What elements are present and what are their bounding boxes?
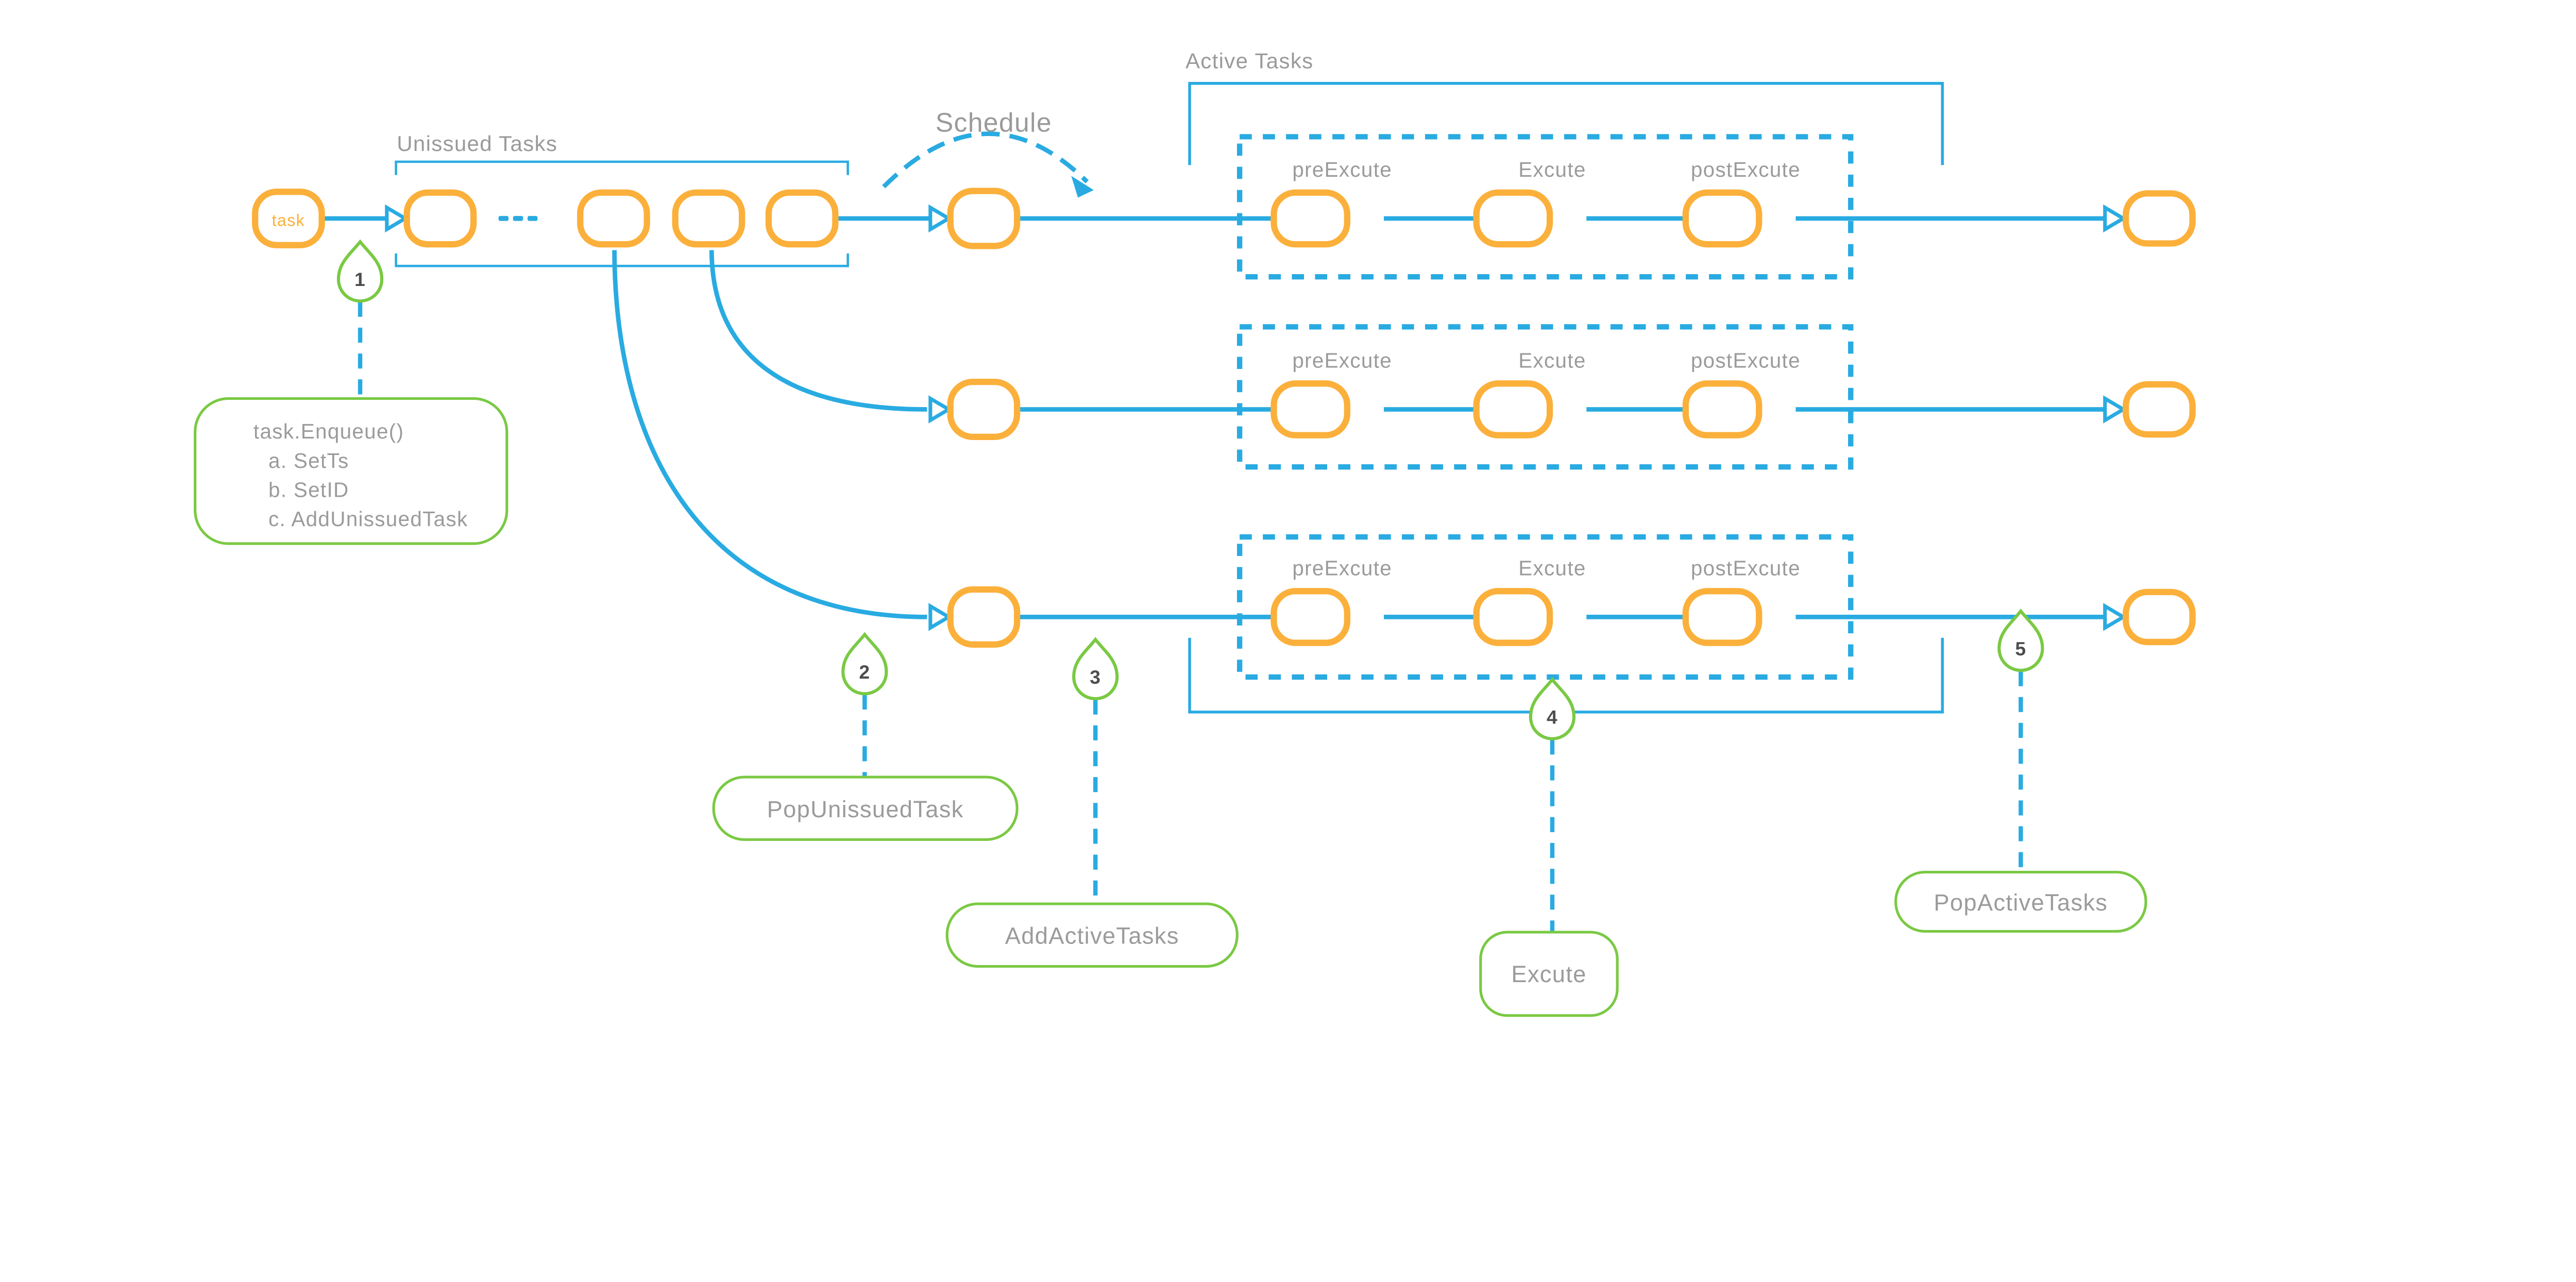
callout-label: AddActiveTasks [1005, 923, 1179, 949]
callout-line: c. AddUnissuedTask [268, 507, 468, 531]
worker-row-2: preExcute Excute postExcute [1270, 349, 2196, 438]
drop-marker-icon [1072, 637, 1119, 700]
marker-number: 4 [1547, 706, 1558, 728]
node-done-row1 [2123, 190, 2196, 247]
pop-unissued-curve-row2 [709, 250, 927, 412]
callout-line: task.Enqueue() [253, 419, 404, 443]
stage-label: Excute [1518, 349, 1586, 373]
unissued-queue-bracket [395, 160, 849, 267]
unissued-tasks-label: Unissued Tasks [397, 131, 557, 156]
callout-label: PopActiveTasks [1934, 889, 2108, 916]
callout-task-enqueue: task.Enqueue() a. SetTs b. SetID c. AddU… [194, 397, 509, 545]
task-node-label: task [272, 211, 306, 230]
stage-label: postExcute [1691, 158, 1801, 181]
drop-marker-icon [1997, 609, 2044, 672]
step-marker-2: 2 [841, 632, 888, 696]
stage-label: preExcute [1292, 158, 1392, 181]
flow-lines-row2 [709, 250, 2105, 412]
node-scheduled-row1 [947, 188, 1021, 249]
node-task: task [251, 189, 325, 248]
node-done-row3 [2123, 588, 2196, 646]
flow-lines-row3 [612, 250, 2105, 619]
callout-add-active-tasks: AddActiveTasks [945, 902, 1239, 968]
worker-box-row2 [1236, 324, 1854, 470]
node-unissued-2 [577, 189, 650, 248]
callout-pop-unissued-task: PopUnissuedTask [712, 775, 1019, 841]
stage-label: preExcute [1292, 556, 1392, 580]
node-unissued-1 [403, 189, 477, 248]
pop-unissued-curve-row3 [612, 250, 927, 619]
node-done-row2 [2123, 381, 2196, 438]
worker-row-3: preExcute Excute postExcute [1270, 556, 2196, 646]
worker-box-row1 [1236, 134, 1854, 280]
schedule-arrowhead-icon [1071, 176, 1094, 198]
step-marker-4: 4 [1529, 677, 1576, 740]
node-postexcute-row1 [1682, 189, 1762, 248]
callout-label: PopUnissuedTask [767, 796, 964, 822]
stage-label: Excute [1518, 556, 1586, 580]
drop-marker-icon [336, 239, 384, 303]
stage-label: Excute [1518, 158, 1586, 181]
node-excute-row3 [1473, 588, 1553, 646]
queue-ellipsis-icon [498, 216, 538, 221]
schedule-arc [882, 131, 1094, 198]
node-unissued-4 [765, 189, 839, 248]
marker-number: 1 [354, 268, 366, 290]
drop-marker-icon [1529, 677, 1576, 740]
stage-label: postExcute [1691, 349, 1801, 373]
callout-line: a. SetTs [268, 449, 349, 473]
unissued-queue-nodes [403, 189, 839, 248]
worker-box-row3 [1236, 534, 1854, 680]
marker-number: 5 [2015, 638, 2026, 660]
stage-label: preExcute [1292, 349, 1392, 373]
marker-number: 2 [859, 661, 870, 683]
node-postexcute-row2 [1682, 380, 1762, 438]
stage-label: postExcute [1691, 556, 1801, 580]
active-tasks-label: Active Tasks [1185, 49, 1314, 73]
node-postexcute-row3 [1682, 588, 1762, 646]
marker-number: 3 [1090, 666, 1101, 688]
callout-pop-active-tasks: PopActiveTasks [1894, 870, 2147, 933]
node-excute-row1 [1473, 189, 1553, 248]
node-preexcute-row3 [1270, 588, 1351, 646]
node-scheduled-row2 [947, 378, 1021, 441]
worker-row-1: preExcute Excute postExcute [1270, 158, 2196, 248]
arrowhead-icons [385, 204, 2127, 631]
drop-marker-icon [841, 632, 888, 696]
callout-line: b. SetID [268, 478, 349, 501]
task-scheduler-diagram: Unissued Tasks Schedule Active Tasks [194, 49, 2196, 1017]
callout-excute: Excute [1479, 931, 1619, 1017]
node-preexcute-row2 [1270, 380, 1351, 438]
step-marker-1: 1 [336, 239, 384, 303]
step-marker-3: 3 [1072, 637, 1119, 700]
step-marker-5: 5 [1997, 609, 2044, 672]
node-excute-row2 [1473, 380, 1553, 438]
node-unissued-3 [672, 189, 745, 248]
marker-leader-lines [358, 301, 2023, 933]
node-preexcute-row1 [1270, 189, 1351, 248]
node-scheduled-row3 [947, 586, 1021, 648]
callout-label: Excute [1511, 961, 1586, 987]
